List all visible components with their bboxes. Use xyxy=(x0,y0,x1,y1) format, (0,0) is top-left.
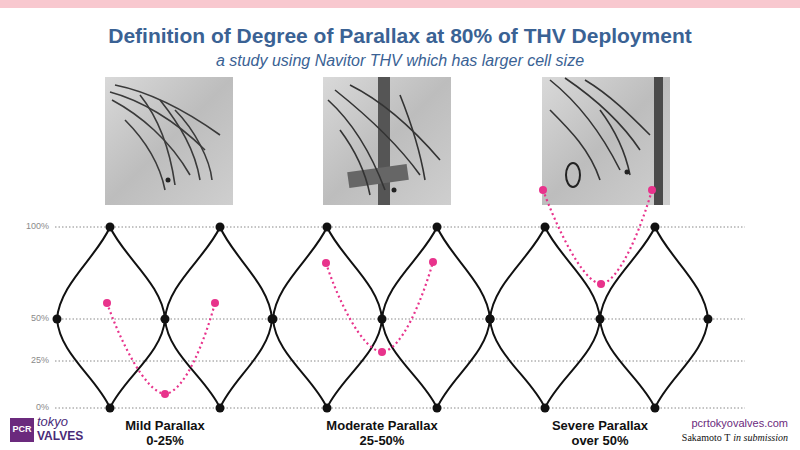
strut-node xyxy=(323,223,332,232)
strut-node xyxy=(106,404,115,413)
fluoro-image-mild xyxy=(105,77,233,205)
cell-strut xyxy=(382,227,437,408)
fluoro-image-moderate xyxy=(323,77,451,205)
strut-node xyxy=(541,404,550,413)
cell-strut xyxy=(220,227,272,408)
stent-cells xyxy=(57,227,708,408)
strut-node xyxy=(378,315,387,324)
strut-node xyxy=(486,315,495,324)
citation: in submission xyxy=(733,432,788,444)
cell-strut xyxy=(110,227,165,408)
strut-node xyxy=(323,404,332,413)
category-label: Severe Parallax xyxy=(552,418,648,433)
category-label: Mild Parallax xyxy=(125,418,204,433)
top-bar xyxy=(0,0,800,8)
fluoro-image-severe xyxy=(542,77,670,205)
axis-label: 25% xyxy=(30,355,50,366)
logo-text: VALVES xyxy=(37,429,83,443)
strut-node xyxy=(269,315,278,324)
cell-strut xyxy=(165,227,220,408)
logo-text: tokyo xyxy=(37,415,68,429)
strut-node xyxy=(216,404,225,413)
stent-nodes xyxy=(53,223,713,413)
grid-lines xyxy=(55,227,745,408)
strut-node xyxy=(541,223,550,232)
strut-node xyxy=(704,315,713,324)
cell-strut xyxy=(437,227,490,408)
cell-strut xyxy=(490,227,545,408)
category-range: 25-50% xyxy=(360,433,405,448)
cell-strut xyxy=(655,227,708,408)
cell-strut xyxy=(600,227,655,408)
parallax-points xyxy=(103,186,656,398)
website: pcrtokyovalves.com xyxy=(691,417,788,430)
axis-label: 50% xyxy=(30,313,50,324)
parallax-curves xyxy=(107,190,652,394)
logo-square xyxy=(10,418,34,442)
strut-node xyxy=(216,223,225,232)
strut-node xyxy=(486,315,495,324)
strut-node xyxy=(596,315,605,324)
strut-node xyxy=(161,315,170,324)
category-range: over 50% xyxy=(571,433,628,448)
cell-strut xyxy=(57,227,110,408)
slide-title: Definition of Degree of Parallax at 80% … xyxy=(108,24,691,48)
citation: Sakamoto T xyxy=(682,432,730,444)
strut-node xyxy=(106,223,115,232)
category-label: Moderate Parallax xyxy=(326,418,437,433)
strut-node xyxy=(433,404,442,413)
axis-label: 100% xyxy=(25,221,50,232)
subtitle: a study using Navitor THV which has larg… xyxy=(216,52,584,70)
cell-strut xyxy=(273,227,327,408)
axis-label: 0% xyxy=(35,402,50,413)
strut-node xyxy=(433,223,442,232)
strut-node xyxy=(53,315,62,324)
strut-node xyxy=(651,404,660,413)
cell-strut xyxy=(327,227,382,408)
strut-node xyxy=(268,315,277,324)
logo-text: PCR xyxy=(12,424,31,435)
strut-node xyxy=(651,223,660,232)
category-range: 0-25% xyxy=(146,433,184,448)
